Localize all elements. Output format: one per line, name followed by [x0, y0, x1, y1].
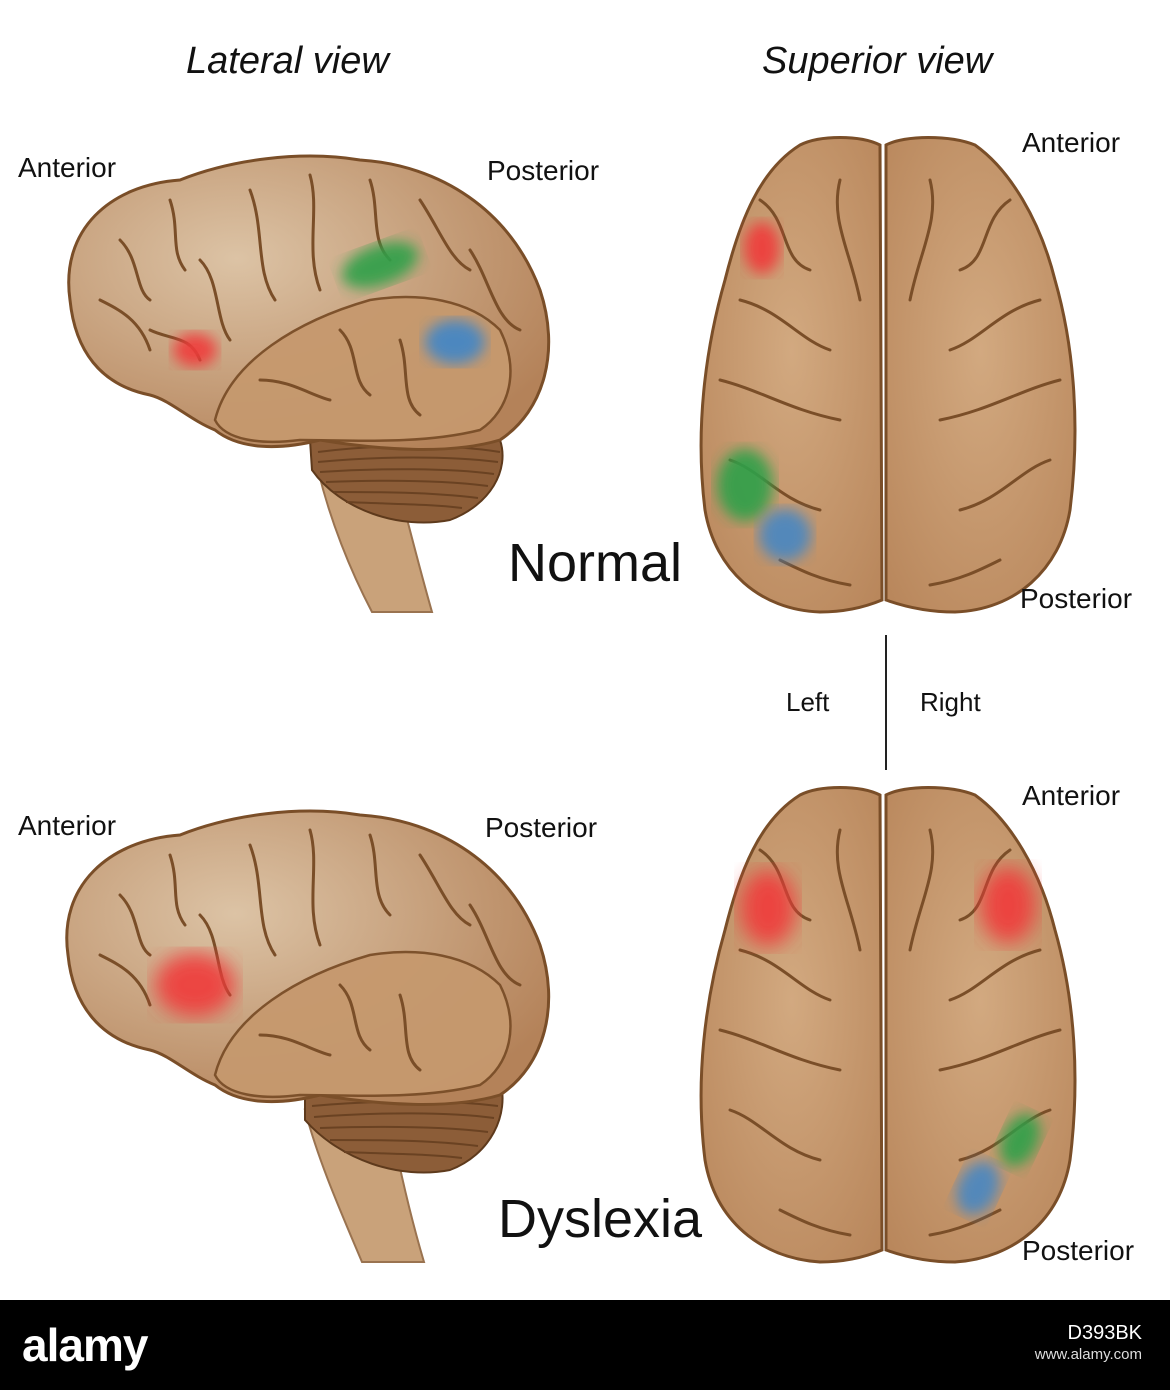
diagram-stage: Lateral view Superior view Anterior Post… [18, 40, 1135, 1266]
highlight-red [155, 953, 235, 1017]
brainstem [316, 468, 434, 613]
normal-superior-anterior-label: Anterior [1022, 127, 1121, 158]
superior-view-heading: Superior view [762, 40, 993, 82]
normal-lateral-brain [67, 154, 551, 613]
highlight-red-left [740, 870, 796, 946]
brain-illustrations [65, 136, 1077, 1264]
normal-lateral-posterior-label: Posterior [487, 155, 600, 186]
temporal-lobe [213, 950, 512, 1099]
highlight-blue [759, 509, 811, 561]
highlight-green [717, 449, 773, 521]
dyslexia-lateral-posterior-label: Posterior [485, 812, 598, 843]
dyslexia-superior-anterior-label: Anterior [1022, 780, 1121, 811]
dyslexia-superior-brain [699, 786, 1077, 1264]
image-id-block: D393BK www.alamy.com [1035, 1322, 1142, 1366]
highlight-green [341, 241, 419, 289]
highlight-green [999, 1113, 1041, 1167]
dyslexia-title: Dyslexia [498, 1189, 703, 1249]
normal-lateral-anterior-label: Anterior [18, 152, 117, 183]
dyslexia-superior-posterior-label: Posterior [1022, 1235, 1135, 1266]
normal-title: Normal [508, 533, 683, 593]
normal-superior-posterior-label: Posterior [1020, 583, 1133, 614]
left-label: Left [786, 687, 830, 717]
watermark-footer: alamy D393BK www.alamy.com [0, 1300, 1170, 1390]
lateral-view-heading: Lateral view [186, 40, 389, 82]
image-id: D393BK [1067, 1322, 1143, 1344]
highlight-red [744, 222, 780, 274]
alamy-logo: alamy [22, 1319, 148, 1371]
normal-superior-brain [699, 136, 1077, 614]
highlight-blue [425, 320, 485, 364]
dyslexia-lateral-brain [65, 809, 551, 1263]
highlight-red [173, 333, 217, 367]
highlight-red-right [980, 867, 1036, 943]
site-url: www.alamy.com [1034, 1346, 1142, 1363]
left-hemisphere [699, 786, 884, 1264]
highlight-blue [956, 1161, 1000, 1215]
right-label: Right [920, 687, 981, 717]
right-hemisphere [884, 136, 1077, 614]
dyslexia-lateral-anterior-label: Anterior [18, 810, 117, 841]
